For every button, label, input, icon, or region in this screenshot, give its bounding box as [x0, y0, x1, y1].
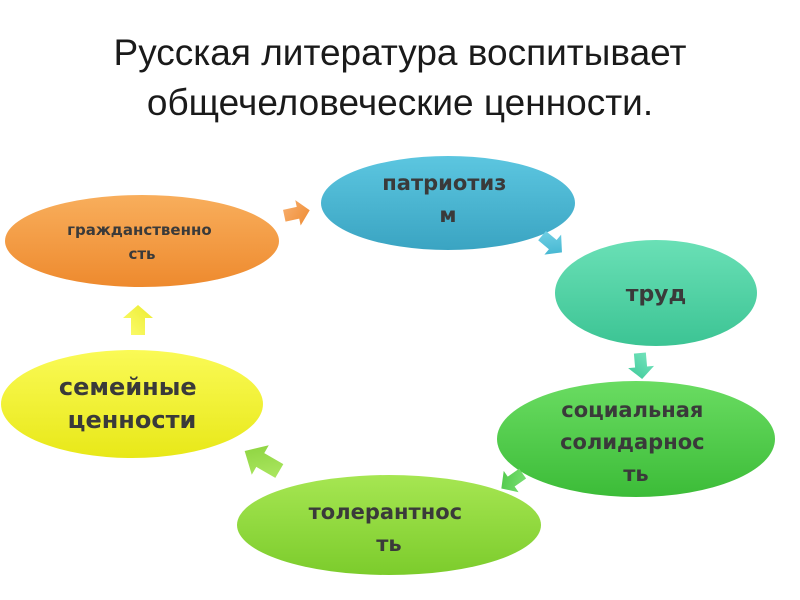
arrow-solidarity-to-tolerance — [501, 468, 527, 493]
node-family: семейные ценности — [1, 350, 263, 458]
svg-text:труд: труд — [626, 282, 687, 307]
node-solidarity-line-2: солидарнос — [560, 430, 705, 454]
arrow-family-to-citizenship — [123, 305, 153, 335]
svg-text:семейные ценности: семейные ценности — [59, 373, 205, 434]
arrow-tolerance-to-family — [244, 445, 284, 478]
node-tolerance-line-2: ть — [376, 532, 401, 556]
node-labor: труд — [555, 240, 757, 346]
node-family-line-2: ценности — [68, 406, 197, 434]
node-citizenship-line-1: гражданственно — [67, 221, 212, 239]
svg-text:социальная солидарнос: социальная солидарнос ть — [560, 398, 712, 486]
arrow-patriotism-to-labor — [538, 231, 562, 255]
slide-title: Русская литература воспитывает общечелов… — [113, 32, 687, 123]
node-patriotism-line-2: м — [439, 203, 456, 227]
node-family-line-1: семейные — [59, 373, 197, 401]
node-citizenship-line-2: сть — [128, 245, 155, 263]
arrow-citizenship-to-patriotism — [283, 200, 310, 226]
node-patriotism: патриотиз м — [321, 156, 575, 250]
node-solidarity: социальная солидарнос ть — [497, 381, 775, 497]
node-solidarity-line-3: ть — [623, 462, 648, 486]
arrow-labor-to-solidarity — [628, 352, 655, 379]
node-tolerance-line-1: толерантнос — [309, 500, 463, 524]
svg-text:гражданственно сть: гражданственно сть — [67, 221, 217, 263]
node-citizenship: гражданственно сть — [5, 195, 279, 287]
node-solidarity-line-1: социальная — [561, 398, 703, 422]
svg-text:патриотиз м: патриотиз м — [382, 171, 513, 227]
node-patriotism-line-1: патриотиз — [382, 171, 506, 195]
svg-text:толерантнос ть: толерантнос ть — [309, 500, 470, 556]
node-labor-line-1: труд — [626, 282, 687, 307]
node-tolerance: толерантнос ть — [237, 475, 541, 575]
